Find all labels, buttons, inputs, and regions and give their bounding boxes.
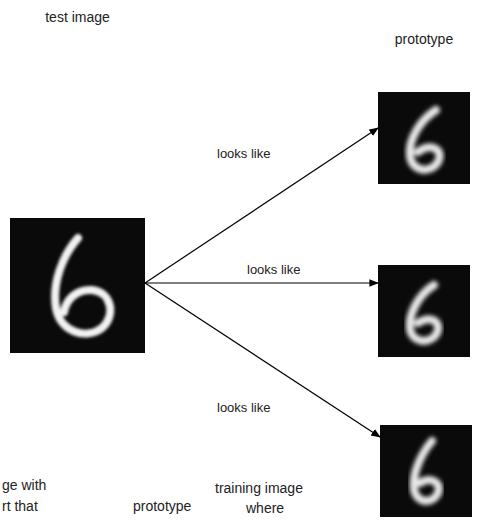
cropped-caption-text: ge with — [2, 476, 46, 494]
cropped-caption-text: rt that — [2, 497, 38, 515]
edge-label: looks like — [245, 262, 302, 278]
prototype-digit-image — [378, 92, 470, 184]
prototype-digit-image — [380, 425, 472, 517]
image-box: test image — [10, 218, 145, 353]
image-box: prototype — [378, 92, 470, 184]
arrow-connector — [145, 128, 378, 283]
edge-label: looks like — [215, 400, 272, 416]
cropped-caption-text: training image — [215, 479, 303, 497]
edge-label: looks like — [215, 146, 272, 162]
image-heading: test image — [38, 6, 118, 28]
cropped-caption-text: where — [246, 499, 284, 517]
test-digit-image — [10, 218, 145, 353]
cropped-caption-text: prototype — [133, 497, 191, 515]
image-box — [378, 265, 470, 357]
arrow-connector — [145, 282, 378, 283]
image-box — [380, 425, 472, 517]
image-heading: prototype — [374, 28, 474, 50]
arrow-connector — [145, 283, 380, 437]
prototype-digit-image — [378, 265, 470, 357]
